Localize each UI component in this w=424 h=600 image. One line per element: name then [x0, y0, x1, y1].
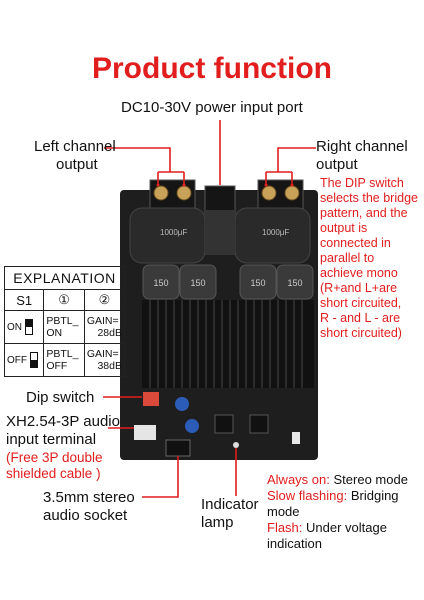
capacitor-right-label: 1000μF: [262, 228, 290, 237]
mode-row: indication: [267, 536, 424, 552]
blue-capacitor-2: [185, 419, 199, 433]
dip-note-line: short circuited): [320, 326, 402, 340]
dip-switch: [143, 392, 159, 406]
right-terminal-screw-2: [284, 185, 300, 201]
center-component: [205, 210, 235, 255]
dip-note-line: The DIP switch: [320, 176, 404, 190]
col-1: ①: [43, 289, 85, 311]
mode-desc: indication: [267, 536, 322, 551]
inductor-1: [142, 264, 180, 300]
mode-row: mode: [267, 504, 424, 520]
state-on: ON: [3, 310, 45, 344]
row-on-col1-b: ON: [46, 327, 63, 339]
dip-note-line: connected in: [320, 236, 391, 250]
audio-socket-label-line1: 3.5mm stereo: [43, 489, 135, 506]
audio-jack: [165, 439, 191, 457]
explanation-table: EXPLANATION S1 ① ② ON PBTL_ ON GAIN= 28d…: [3, 266, 126, 377]
dip-note-line: output is: [320, 221, 368, 235]
inductor-2: [179, 264, 217, 300]
state-off-label: OFF: [7, 354, 27, 366]
left-channel-label-line1: Left channel: [34, 138, 116, 155]
page-title: Product function: [92, 52, 332, 85]
chip-2: [249, 414, 269, 434]
inductor-4-label: 150: [287, 278, 303, 288]
row-on-col2-b: 28dB: [97, 327, 122, 339]
dip-note-line: (R+and L+are: [320, 281, 398, 295]
mode-desc: Bridging: [350, 488, 399, 503]
state-on-label: ON: [7, 321, 22, 333]
indicator-label-line1: Indicator: [201, 496, 259, 513]
blue-capacitor-1: [175, 397, 189, 411]
indicator-led: [233, 442, 239, 448]
row-off-col1-b: OFF: [46, 360, 68, 372]
xh-connector: [134, 425, 156, 440]
row-off-col1-a: PBTL_: [46, 348, 79, 360]
row-on-col1: PBTL_ ON: [43, 310, 85, 344]
xh-terminal-label-line1: XH2.54-3P audio: [6, 413, 120, 430]
inductor-4: [276, 264, 314, 300]
mode-desc: mode: [267, 504, 300, 519]
left-terminal-screw-1: [153, 185, 169, 201]
right-channel-label-line2: output: [316, 156, 358, 173]
left-terminal-screw-2: [176, 185, 192, 201]
row-off-col2-b: 38dB: [97, 360, 122, 372]
mode-name: Always on:: [267, 472, 330, 487]
chip-1: [214, 414, 234, 434]
power-input-label: DC10-30V power input port: [121, 99, 303, 116]
indicator-modes: Always on: Stereo mode Slow flashing: Br…: [267, 472, 424, 552]
indicator-label-line2: lamp: [201, 514, 234, 531]
mode-desc: Under voltage: [306, 520, 387, 535]
dip-switch-label: Dip switch: [26, 389, 95, 406]
xh-terminal-label-line2: input terminal: [6, 431, 97, 448]
dip-note-line: short circuited,: [320, 296, 402, 310]
mode-row: Flash: Under voltage: [267, 520, 424, 536]
small-cap-right: [292, 432, 300, 444]
left-channel-label-line2: output: [56, 156, 98, 173]
xh-note-line2: shielded cable ): [6, 466, 101, 481]
mode-row: Always on: Stereo mode: [267, 472, 424, 488]
switch-on-icon: [25, 319, 34, 335]
right-channel-label-line1: Right channel: [316, 138, 408, 155]
mode-desc: Stereo mode: [333, 472, 408, 487]
state-off: OFF: [3, 343, 45, 377]
power-terminal-block: [204, 185, 236, 215]
dip-note-line: parallel to: [320, 251, 375, 265]
dip-note-line: R - and L - are: [320, 311, 401, 325]
row-on-col2-a: GAIN=: [86, 315, 119, 327]
heatsink: [142, 300, 314, 388]
inductor-3-label: 150: [250, 278, 266, 288]
audio-socket-label-line2: audio socket: [43, 507, 128, 524]
row-off-col2: GAIN= 38dB: [83, 343, 126, 377]
inductor-1-label: 150: [153, 278, 169, 288]
dip-note-line: achieve mono: [320, 266, 398, 280]
right-terminal-screw-1: [261, 185, 277, 201]
col-2: ②: [83, 289, 126, 311]
mode-row: Slow flashing: Bridging: [267, 488, 424, 504]
dip-note-line: pattern, and the: [320, 206, 408, 220]
dip-note-line: selects the bridge: [320, 191, 418, 205]
xh-note-line1: (Free 3P double: [6, 450, 103, 465]
dip-switch-note: The DIP switch selects the bridge patter…: [320, 176, 424, 341]
row-on-col1-a: PBTL_: [46, 315, 79, 327]
mode-name: Flash:: [267, 520, 303, 535]
mode-name: Slow flashing:: [267, 488, 348, 503]
explanation-heading: EXPLANATION: [4, 266, 125, 290]
capacitor-left-label: 1000μF: [160, 228, 188, 237]
inductor-2-label: 150: [190, 278, 206, 288]
row-off-col2-a: GAIN=: [86, 348, 119, 360]
inductor-3: [239, 264, 277, 300]
col-s1: S1: [3, 289, 45, 311]
switch-off-icon: [30, 352, 39, 368]
row-off-col1: PBTL_ OFF: [43, 343, 85, 377]
row-on-col2: GAIN= 28dB: [83, 310, 126, 344]
